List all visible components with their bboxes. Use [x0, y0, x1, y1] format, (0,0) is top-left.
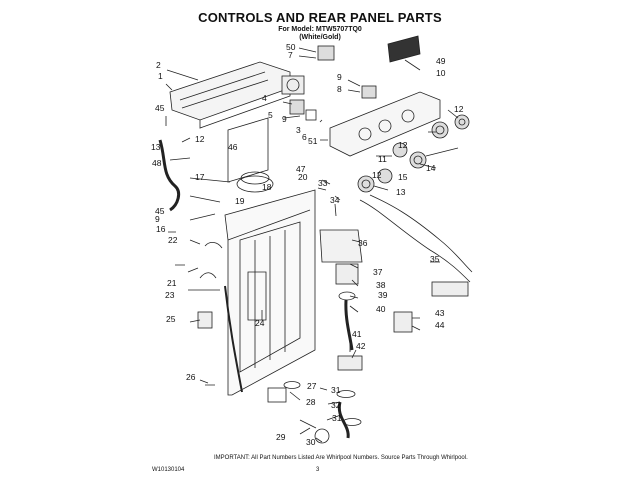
callout-1: 1	[158, 71, 163, 81]
callout-8: 8	[337, 84, 342, 94]
callout-14: 14	[426, 163, 436, 173]
callout-43: 43	[435, 308, 445, 318]
callout-31: 31	[331, 385, 341, 395]
document-code: W10130104	[152, 467, 185, 473]
callout-46: 46	[228, 142, 238, 152]
callout-9: 9	[282, 114, 287, 124]
callout-12: 12	[195, 134, 205, 144]
callout-48: 48	[152, 158, 162, 168]
callout-35: 35	[430, 254, 440, 264]
callout-12: 12	[398, 140, 408, 150]
page-title: CONTROLS AND REAR PANEL PARTS	[198, 10, 442, 25]
callout-45: 45	[155, 103, 165, 113]
footer-note: IMPORTANT: All Part Numbers Listed Are W…	[214, 455, 468, 461]
callout-29: 29	[276, 432, 286, 442]
callout-26: 26	[186, 372, 196, 382]
callout-4: 4	[262, 93, 267, 103]
callout-9: 9	[337, 72, 342, 82]
callout-22: 22	[168, 235, 178, 245]
callout-49: 49	[436, 56, 446, 66]
callout-31: 31	[332, 413, 342, 423]
callout-19: 19	[235, 196, 245, 206]
callout-23: 23	[165, 290, 175, 300]
callout-17: 17	[195, 172, 205, 182]
callout-9: 9	[155, 214, 160, 224]
callout-24: 24	[255, 318, 265, 328]
callout-13: 13	[396, 187, 406, 197]
callout-28: 28	[306, 397, 316, 407]
callout-41: 41	[352, 329, 362, 339]
callout-42: 42	[356, 341, 366, 351]
callout-34: 34	[330, 195, 340, 205]
callout-30: 30	[306, 437, 316, 447]
callout-15: 15	[398, 172, 408, 182]
callout-45: 45	[155, 206, 165, 216]
callout-5: 5	[268, 110, 273, 120]
callout-39: 39	[378, 290, 388, 300]
color-line: (White/Gold)	[299, 34, 341, 41]
callout-16: 16	[156, 224, 166, 234]
callout-33: 33	[318, 178, 328, 188]
callout-36: 36	[358, 238, 368, 248]
model-line: For Model: MTW5707TQ0	[278, 26, 362, 33]
callout-25: 25	[166, 314, 176, 324]
callout-11: 11	[378, 154, 387, 164]
callout-12: 12	[372, 170, 382, 180]
callout-27: 27	[307, 381, 317, 391]
callout-51: 51	[308, 136, 318, 146]
callout-32: 32	[331, 400, 341, 410]
callout-13: 13	[151, 142, 161, 152]
callout-3: 3	[296, 125, 301, 135]
callout-2: 2	[156, 60, 161, 70]
callout-37: 37	[373, 267, 383, 277]
callout-44: 44	[435, 320, 445, 330]
callout-6: 6	[302, 132, 307, 142]
callout-10: 10	[436, 68, 446, 78]
callout-12: 12	[454, 104, 464, 114]
page-number: 3	[316, 467, 320, 473]
callout-20: 20	[298, 172, 308, 182]
callout-7: 7	[288, 50, 293, 60]
callout-18: 18	[262, 182, 272, 192]
callout-40: 40	[376, 304, 386, 314]
callout-47: 47	[296, 164, 306, 174]
callout-21: 21	[167, 278, 177, 288]
callout-50: 50	[286, 42, 296, 52]
callout-38: 38	[376, 280, 386, 290]
